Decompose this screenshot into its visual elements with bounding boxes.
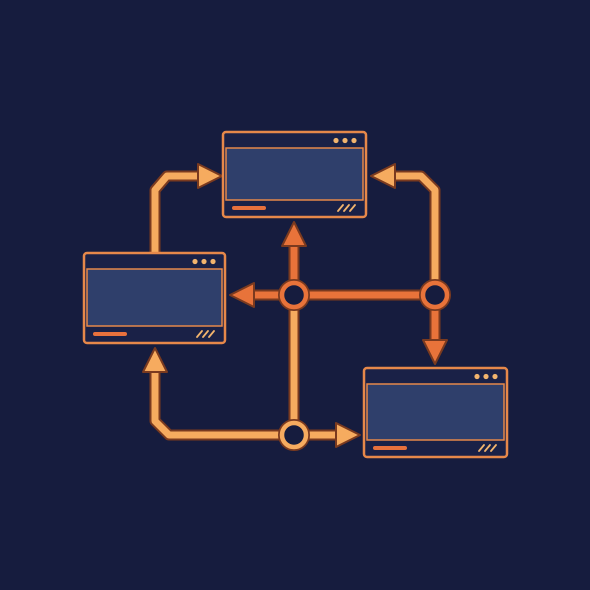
window-control-dot (342, 137, 348, 144)
window-body (86, 268, 223, 327)
connector-line (151, 369, 282, 439)
junction-center-junction-node-icon (278, 279, 310, 311)
window-hatch-mark (349, 204, 356, 212)
junction-ring (420, 280, 450, 310)
connector-center-to-top (281, 221, 307, 283)
connector-junction-right-to-bottom-right (422, 307, 448, 365)
junction-ring (279, 280, 309, 310)
junction-right-junction-node-icon (419, 279, 451, 311)
connector-line-outline (395, 170, 441, 283)
connector-center-to-left (229, 282, 282, 308)
connector-bottom-to-bottom-right (306, 422, 361, 448)
arrowhead-icon (229, 282, 255, 308)
junction-bottom-junction-node-icon (278, 419, 310, 451)
window-progress-bar (93, 332, 127, 336)
arrowhead-icon (142, 347, 168, 373)
windows-layer (82, 130, 509, 459)
window-progress-bar (232, 206, 266, 210)
window-hatch-mark (490, 444, 497, 452)
window-hatch-mark (337, 204, 344, 212)
connector-line-outline (149, 369, 282, 441)
arrowhead-icon (335, 422, 361, 448)
arrowhead-icon (197, 163, 223, 189)
window-left-app-window-icon (82, 251, 227, 345)
window-bottom-right-app-window-icon (362, 366, 509, 459)
window-control-dot (210, 258, 216, 265)
window-control-dot (492, 373, 498, 380)
window-control-dot (201, 258, 207, 265)
junctions-layer (278, 279, 451, 451)
arrowhead-icon (281, 221, 307, 247)
connector-line (395, 172, 439, 283)
window-top-app-window-icon (221, 130, 368, 219)
connector-junction-right-to-top (370, 163, 441, 283)
connectors-layer (142, 163, 448, 448)
junction-ring (279, 420, 309, 450)
window-hatch-mark (478, 444, 485, 452)
window-hatch-mark (196, 330, 203, 338)
connector-bottom-to-left (142, 347, 282, 441)
arrowhead-icon (422, 339, 448, 365)
window-control-dot (351, 137, 357, 144)
window-control-dot (192, 258, 198, 265)
connector-line (151, 172, 198, 252)
arrowhead-icon (370, 163, 396, 189)
window-hatch-mark (208, 330, 215, 338)
window-control-dot (474, 373, 480, 380)
window-hatch-mark (484, 444, 491, 452)
window-hatch-mark (343, 204, 350, 212)
window-control-dot (483, 373, 489, 380)
window-hatch-mark (202, 330, 209, 338)
connector-left-to-top (149, 163, 223, 252)
window-body (366, 383, 505, 441)
window-progress-bar (373, 446, 407, 450)
window-control-dot (333, 137, 339, 144)
window-body (225, 147, 364, 201)
